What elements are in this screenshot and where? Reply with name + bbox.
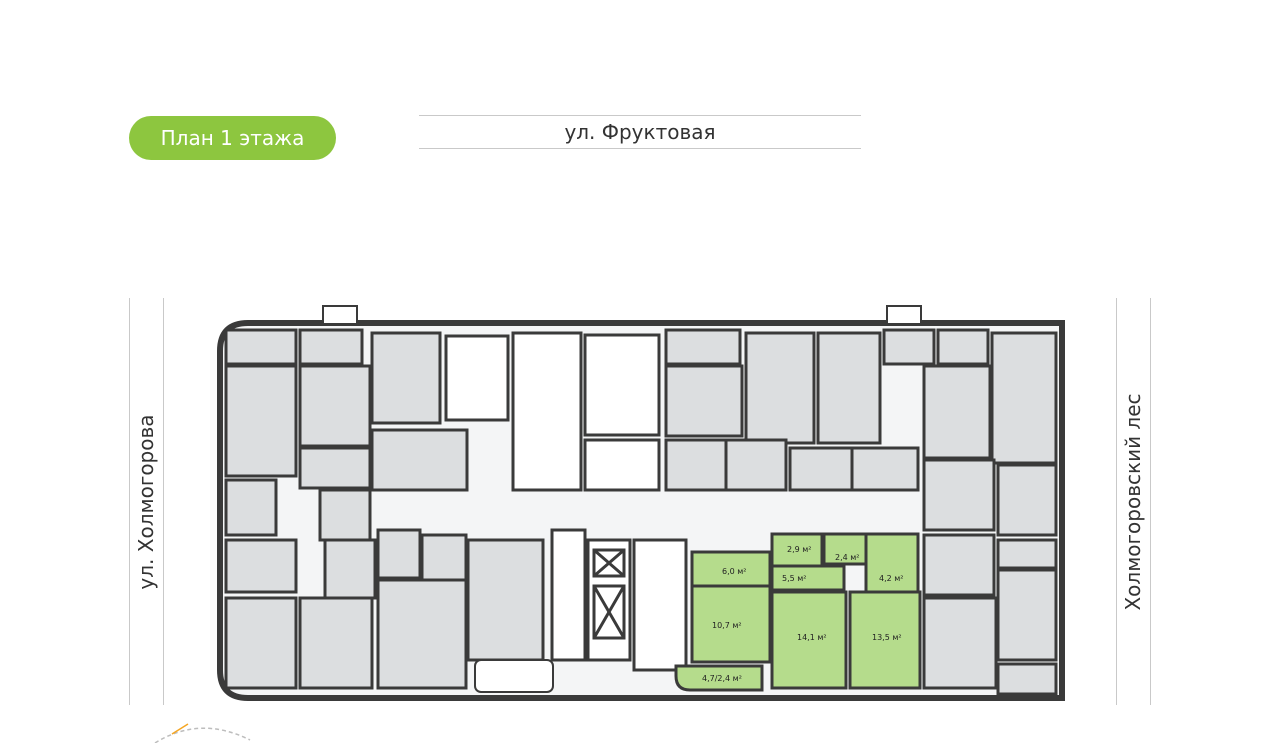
street-label-top: ул. Фруктовая	[419, 115, 861, 149]
area-room-13-5: 13,5 м²	[872, 633, 902, 642]
street-line-left-outer	[129, 298, 130, 705]
balconies	[322, 305, 922, 693]
area-storage: 2,9 м²	[787, 545, 812, 554]
street-line-left-inner	[163, 298, 164, 705]
floor-plan-badge[interactable]: План 1 этажа	[129, 116, 336, 160]
right-wing-rooms	[664, 328, 1058, 696]
cores	[444, 331, 688, 672]
street-line-right-outer	[1150, 298, 1151, 705]
area-balcony: 4,7/2,4 м²	[702, 674, 742, 683]
street-name-top: ул. Фруктовая	[564, 120, 716, 144]
area-bath-small: 2,4 м²	[835, 553, 860, 562]
street-line-right-inner	[1116, 298, 1117, 705]
area-kitchen: 6,0 м²	[722, 567, 747, 576]
area-room-14-1: 14,1 м²	[797, 633, 827, 642]
area-labels: 6,0 м² 2,9 м² 2,4 м² 5,5 м² 4,2 м² 10,7 …	[702, 545, 904, 683]
area-hall: 5,5 м²	[782, 574, 807, 583]
area-bath: 4,2 м²	[879, 574, 904, 583]
area-room-10-7: 10,7 м²	[712, 621, 742, 630]
left-wing-rooms	[224, 328, 545, 690]
highlighted-apartment[interactable]	[674, 532, 922, 692]
compass-icon	[154, 723, 251, 743]
